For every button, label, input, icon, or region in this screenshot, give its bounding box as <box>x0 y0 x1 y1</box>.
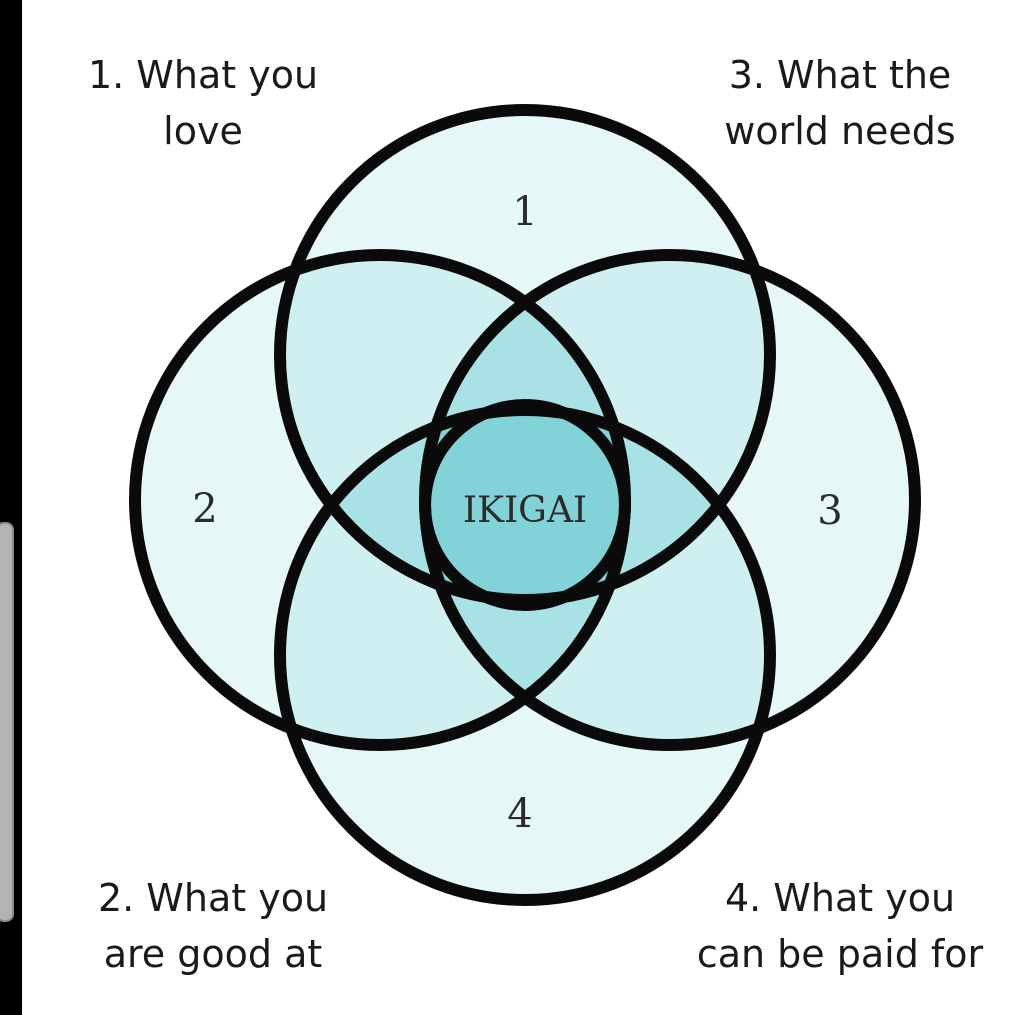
ikigai-center-circle <box>419 399 631 611</box>
label-what-the-world-needs: 3. What the world needs <box>690 47 990 159</box>
scroll-handle[interactable] <box>0 522 14 922</box>
circle-fill-paid-for <box>280 410 770 900</box>
label-what-you-love-line2: love <box>163 109 243 153</box>
label-what-the-world-needs-line1: 3. What the <box>728 53 952 97</box>
label-what-you-are-good-at-line2: are good at <box>103 932 323 976</box>
label-what-you-can-be-paid-for-line2: can be paid for <box>696 932 984 976</box>
label-what-you-love: 1. What you love <box>53 47 353 159</box>
circle-outlines <box>129 104 921 906</box>
label-what-you-can-be-paid-for: 4. What you can be paid for <box>690 870 990 982</box>
circle-number-3: 3 <box>817 488 842 534</box>
overlap-shading <box>280 255 770 745</box>
label-what-you-are-good-at-line1: 2. What you <box>97 876 329 920</box>
label-what-you-can-be-paid-for-line1: 4. What you <box>724 876 956 920</box>
circle-number-4: 4 <box>507 791 532 837</box>
circle-number-1: 1 <box>512 189 537 235</box>
label-what-the-world-needs-line2: world needs <box>724 109 956 153</box>
ikigai-center-label: IKIGAI <box>463 490 587 531</box>
label-what-you-are-good-at: 2. What you are good at <box>63 870 363 982</box>
circle-fills <box>135 110 915 900</box>
circle-number-2: 2 <box>192 486 217 532</box>
label-what-you-love-line1: 1. What you <box>87 53 319 97</box>
